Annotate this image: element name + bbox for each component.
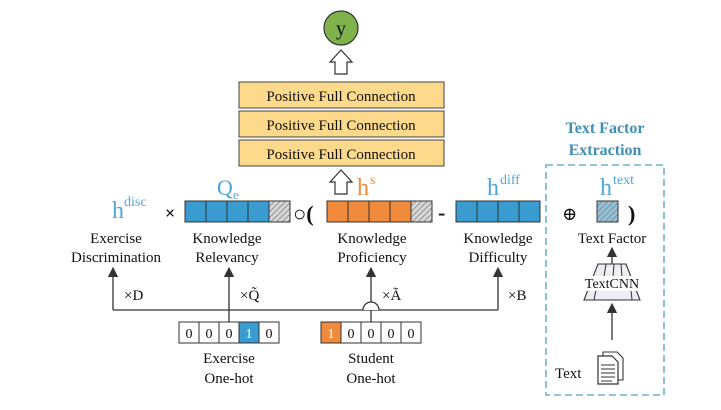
line-hop <box>362 301 380 311</box>
text-factor-panel: Text Factor Extraction ⊕ h text ) Text F… <box>545 120 665 396</box>
knowledge-difficulty-vector <box>455 200 541 223</box>
multiplier-d: ×D <box>124 288 143 304</box>
textcnn-stroke <box>603 263 607 278</box>
vector-cell <box>497 200 520 223</box>
onehot-value: 0 <box>368 327 375 342</box>
q-e-base: Q <box>217 175 233 200</box>
textcnn-stroke <box>612 263 615 278</box>
vector-cell <box>518 200 541 223</box>
textcnn-label-bg <box>583 276 641 291</box>
hadamard-operator: ○( <box>293 201 314 226</box>
vector-cell <box>347 200 370 223</box>
textcnn-stroke <box>630 289 633 301</box>
fc-layer-3-label: Positive Full Connection <box>266 89 416 105</box>
h-text-base: h <box>600 175 612 201</box>
h-text-sup: text <box>613 173 634 188</box>
onehot-value: 0 <box>266 327 273 342</box>
h-s-base: h <box>357 175 369 201</box>
vector-cell <box>226 200 249 223</box>
multiplier-b: ×B <box>508 288 526 304</box>
fc-layer-1 <box>238 139 445 167</box>
up-arrow-icon <box>328 49 354 75</box>
multiplier-a-tilde: ×Ã <box>382 288 401 304</box>
q-e-sub: e <box>233 187 239 202</box>
onehot-value: 0 <box>206 327 213 342</box>
close-paren: ) <box>628 201 635 226</box>
onehot-value: 0 <box>226 327 233 342</box>
knowledge-relevancy-label-1: Knowledge <box>192 231 261 247</box>
h-diff: h diff <box>487 173 520 201</box>
textcnn-stroke <box>620 263 623 278</box>
panel-border <box>545 164 665 396</box>
vector-cell <box>326 200 349 223</box>
fc-stack: Positive Full Connection Positive Full C… <box>238 81 445 167</box>
fc-layer-3 <box>238 81 445 109</box>
panel-title-1: Text Factor <box>566 120 645 137</box>
document-front <box>597 355 619 385</box>
minus-operator: - <box>438 200 445 225</box>
vector-cell <box>389 200 412 223</box>
vector-cell-text <box>268 200 291 223</box>
multiplier-q-tilde: ×Q̃ <box>240 287 259 304</box>
fc-layer-2 <box>238 110 445 138</box>
vector-cell <box>455 200 478 223</box>
oplus-operator: ⊕ <box>562 204 577 224</box>
vector-cell <box>247 200 270 223</box>
exercise-onehot-label-2: One-hot <box>204 371 254 387</box>
student-onehot-label-1: Student <box>348 351 395 367</box>
textcnn-stroke <box>593 289 597 301</box>
onehot-cell <box>258 321 280 344</box>
q-e: Q e <box>217 175 239 202</box>
onehot-value: 1 <box>246 327 253 342</box>
vector-cell-text <box>410 200 433 223</box>
h-s: h s <box>357 173 375 201</box>
onehot-cell <box>400 321 422 344</box>
exercise-discrimination-label-1: Exercise <box>90 231 142 247</box>
exercise-onehot-label-1: Exercise <box>203 351 255 367</box>
knowledge-proficiency-vector <box>326 200 433 223</box>
h-disc: h disc <box>112 195 147 224</box>
knowledge-relevancy-vector <box>184 200 291 223</box>
output-circle <box>323 10 359 46</box>
exercise-discrimination-label-2: Discrimination <box>71 250 161 266</box>
onehot-value: 0 <box>388 327 395 342</box>
vector-cell <box>205 200 228 223</box>
knowledge-proficiency-label-2: Proficiency <box>337 250 407 266</box>
h-diff-sup: diff <box>500 173 520 188</box>
knowledge-difficulty-label-1: Knowledge <box>463 231 532 247</box>
document-icon <box>597 351 624 385</box>
text-factor-hatch <box>596 200 619 223</box>
panel-title-2: Extraction <box>569 142 642 159</box>
onehot-value: 1 <box>328 327 335 342</box>
knowledge-relevancy-label-2: Relevancy <box>195 250 259 266</box>
text-input-label: Text <box>555 366 582 382</box>
h-disc-sup: disc <box>124 195 147 210</box>
output-label: y <box>336 18 346 40</box>
vector-cell <box>368 200 391 223</box>
fc-layer-1-label: Positive Full Connection <box>266 147 416 163</box>
h-s-sup: s <box>370 173 375 188</box>
onehot-value: 0 <box>348 327 355 342</box>
onehot-value: 0 <box>186 327 193 342</box>
h-diff-base: h <box>487 175 499 201</box>
student-onehot-label-2: One-hot <box>346 371 396 387</box>
textcnn-strokes <box>593 263 633 301</box>
knowledge-proficiency-label-1: Knowledge <box>337 231 406 247</box>
up-arrow-icon <box>328 169 354 195</box>
times-operator: × <box>165 203 175 223</box>
h-disc-base: h <box>112 198 124 224</box>
textcnn-label: TextCNN <box>585 277 639 292</box>
student-onehot-vector: 1 0 0 0 0 <box>320 321 422 344</box>
onehot-value: 0 <box>408 327 415 342</box>
text-factor-label: Text Factor <box>578 231 647 247</box>
exercise-onehot-vector: 0 0 0 1 0 <box>178 321 280 344</box>
output-node: y <box>323 10 359 46</box>
vector-cell <box>476 200 499 223</box>
vector-cell <box>184 200 207 223</box>
connector-lines <box>107 266 504 322</box>
knowledge-difficulty-label-2: Difficulty <box>469 250 528 266</box>
fc-layer-2-label: Positive Full Connection <box>266 118 416 134</box>
